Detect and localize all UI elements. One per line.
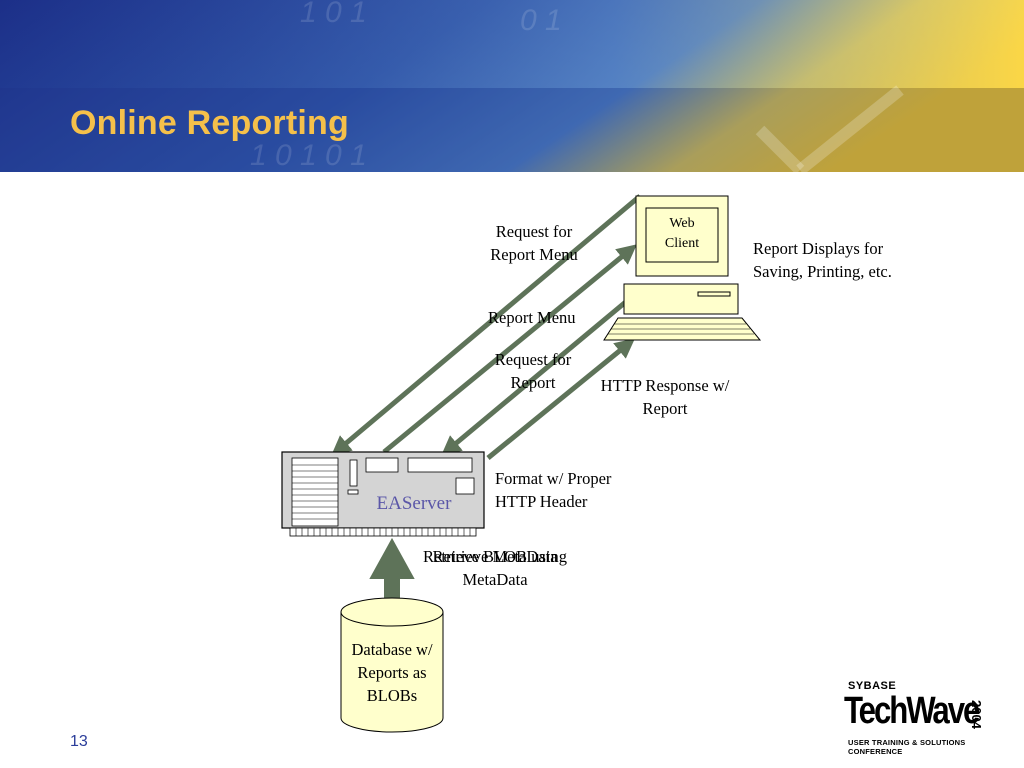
label-format-header: Format w/ Proper HTTP Header bbox=[495, 469, 612, 511]
label-retrieve-metadata: Retrieve MetaData bbox=[432, 547, 558, 566]
label-request-for-report: Request for Report bbox=[494, 350, 572, 392]
header-banner: 1 0 1 1 0 1 0 1 0 1 Online Reporting bbox=[0, 0, 1024, 172]
svg-text:1 0 1: 1 0 1 bbox=[300, 0, 367, 29]
label-report-displays: Report Displays for Saving, Printing, et… bbox=[753, 239, 892, 281]
logo-tagline: USER TRAINING & SOLUTIONS CONFERENCE bbox=[848, 738, 966, 756]
label-retrieve-blob: Retrieve BLOB using MetaData bbox=[423, 547, 567, 589]
logo-brand: SYBASE bbox=[848, 680, 897, 692]
database-label: Database w/ Reports as BLOBs bbox=[351, 640, 433, 705]
svg-text:1 0 1 0 1: 1 0 1 0 1 bbox=[250, 139, 367, 172]
logo-name: TechWave bbox=[844, 690, 980, 732]
techwave-logo: SYBASE TechWave 2004 USER TRAINING & SOL… bbox=[842, 680, 1002, 756]
page-title: Online Reporting bbox=[70, 104, 349, 142]
header-background: 1 0 1 1 0 1 0 1 0 1 bbox=[0, 0, 1024, 172]
label-report-menu: Report Menu bbox=[488, 308, 576, 327]
database-cylinder bbox=[340, 597, 444, 733]
web-client-computer bbox=[603, 195, 762, 341]
logo-year: 2004 bbox=[969, 700, 984, 729]
header-decoration: 1 0 1 1 0 1 0 1 0 1 bbox=[250, 0, 562, 172]
label-http-response: HTTP Response w/ Report bbox=[600, 376, 730, 418]
arrow-request-report-menu bbox=[331, 194, 642, 456]
arrow-database-to-server bbox=[369, 537, 415, 599]
arrow-request-for-report bbox=[441, 288, 642, 456]
header-checkmark bbox=[755, 85, 904, 172]
label-request-for-report-menu: Request for Report Menu bbox=[490, 222, 578, 264]
slide-number: 13 bbox=[70, 733, 88, 750]
web-client-label: Web Client bbox=[664, 216, 700, 251]
easerver-box bbox=[281, 451, 485, 537]
arrow-http-response bbox=[486, 338, 635, 460]
server-label: EAServer bbox=[376, 493, 452, 514]
svg-text:0 1: 0 1 bbox=[520, 4, 562, 37]
arrow-report-menu bbox=[382, 244, 637, 454]
